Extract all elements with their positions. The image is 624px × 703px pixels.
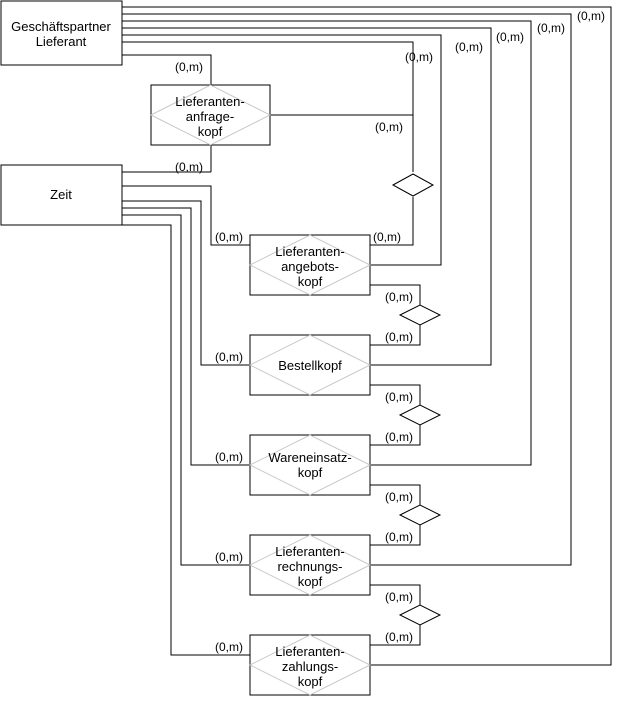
entity-label: Lieferanten- [275, 544, 344, 559]
line-partner-bestell [122, 27, 492, 366]
entity-bestellkopf: Bestellkopf [248, 334, 372, 396]
line-diamond-waren [370, 425, 421, 446]
relationship-diamond [391, 173, 435, 197]
relationship-diamond [398, 504, 442, 526]
entity-label: rechnungs- [277, 559, 342, 574]
entity-label: Wareneinsatz- [268, 450, 351, 465]
cardinality-label: (0,m) [215, 640, 243, 654]
line-partner-zahlung [122, 6, 612, 666]
entity-label: Geschäftspartner [11, 19, 111, 34]
cardinality-label: (0,m) [385, 490, 413, 504]
entity-label: kopf [298, 674, 323, 689]
cardinality-label: (0,m) [373, 230, 401, 244]
relationship-diamonds [391, 173, 442, 626]
line-partner-anfrage [122, 54, 212, 85]
cardinality-label: (0,m) [385, 630, 413, 644]
entity-geschaeftspartner-lieferant: Geschäftspartner Lieferant [0, 0, 123, 66]
cardinality-label: (0,m) [215, 230, 243, 244]
cardinality-label: (0,m) [405, 50, 433, 64]
entity-lieferantenangebotskopf: Lieferanten- angebots- kopf [248, 234, 372, 296]
relationship-diamond [398, 304, 442, 326]
cardinality-label: (0,m) [375, 120, 403, 134]
cardinality-label: (0,m) [577, 9, 605, 23]
entity-wareneinsatzkopf: Wareneinsatz- kopf [248, 434, 372, 496]
cardinality-label: (0,m) [215, 350, 243, 364]
entity-label: angebots- [281, 259, 339, 274]
entity-label: Bestellkopf [278, 358, 342, 373]
line-zeit-angebot [122, 185, 250, 246]
line-diamond-zahlung [370, 625, 421, 646]
entity-label: Lieferant [36, 34, 87, 49]
cardinality-label: (0,m) [385, 390, 413, 404]
entity-label: kopf [198, 124, 223, 139]
entity-label: Lieferanten- [275, 644, 344, 659]
entity-label: kopf [298, 274, 323, 289]
cardinality-label: (0,m) [385, 430, 413, 444]
entity-lieferantenanfragekopf: Lieferanten- anfrage- kopf [149, 84, 272, 146]
cardinality-label: (0,m) [496, 30, 524, 44]
cardinality-label: (0,m) [385, 290, 413, 304]
line-partner-rechnung [122, 13, 572, 566]
cardinality-label: (0,m) [175, 60, 203, 74]
entity-label: Lieferanten- [175, 94, 244, 109]
cardinality-label: (0,m) [175, 160, 203, 174]
line-zeit-bestell [122, 200, 250, 366]
cardinality-label: (0,m) [215, 550, 243, 564]
cardinality-labels: (0,m) (0,m) (0,m) (0,m) (0,m) (0,m) (0,m… [175, 9, 605, 654]
entity-zeit: Zeit [0, 164, 123, 226]
connection-lines [122, 6, 612, 666]
line-zeit-rechnung [122, 214, 250, 566]
line-partner-angebot [122, 34, 442, 266]
line-zeit-waren [122, 207, 250, 466]
line-partner-waren [122, 20, 532, 466]
entity-label: kopf [298, 574, 323, 589]
line-diamond-angebot [370, 197, 414, 246]
line-bestell-diamond [370, 384, 421, 405]
entity-label: Lieferanten- [275, 244, 344, 259]
entity-label: kopf [298, 465, 323, 480]
line-anfrage-diamond [270, 114, 414, 172]
cardinality-label: (0,m) [385, 330, 413, 344]
entity-label: anfrage- [186, 109, 234, 124]
entity-label: Zeit [50, 187, 72, 202]
line-rechnung-diamond [370, 584, 421, 605]
line-angebot-diamond [370, 284, 421, 305]
cardinality-label: (0,m) [385, 530, 413, 544]
line-diamond-bestell [370, 325, 421, 346]
relationship-diamond [398, 604, 442, 626]
line-waren-diamond [370, 484, 421, 505]
cardinality-label: (0,m) [215, 450, 243, 464]
cardinality-label: (0,m) [455, 40, 483, 54]
cardinality-label: (0,m) [385, 590, 413, 604]
relationship-diamond [398, 404, 442, 426]
line-diamond-rechnung [370, 525, 421, 546]
line-zeit-zahlung [122, 224, 250, 656]
entity-label: zahlungs- [282, 659, 338, 674]
cardinality-label: (0,m) [537, 21, 565, 35]
entity-lieferantenzahlungskopf: Lieferanten- zahlungs- kopf [248, 634, 372, 696]
entity-lieferantenrechnungskopf: Lieferanten- rechnungs- kopf [248, 534, 372, 596]
